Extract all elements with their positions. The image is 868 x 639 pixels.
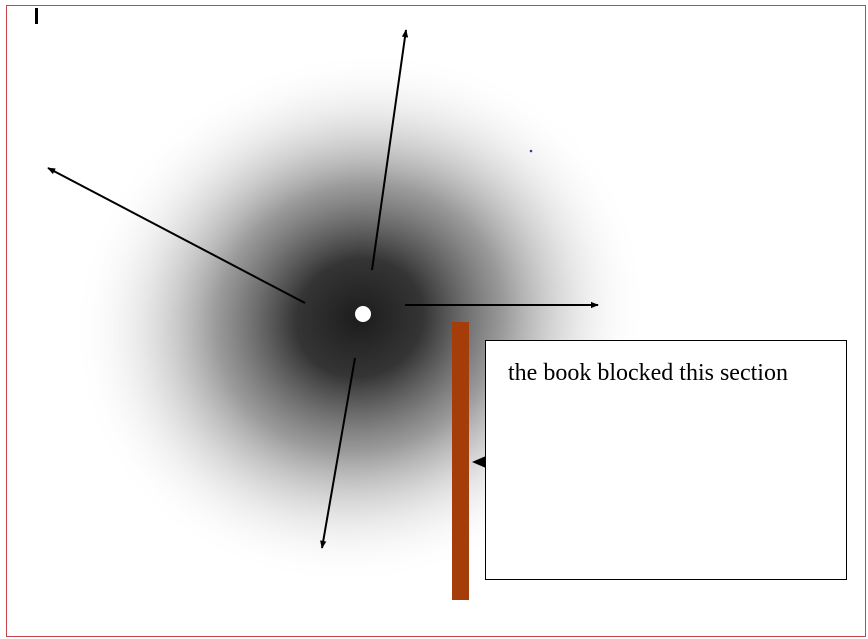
arrow-down [320, 357, 356, 549]
corner-tick-mark [35, 8, 38, 24]
arrow-upper-left [47, 167, 306, 304]
blocked-arrow-tip [472, 456, 486, 468]
callout-text: the book blocked this section [508, 360, 788, 386]
light-source-dot [355, 306, 371, 322]
callout-box: the book blocked this section [485, 340, 847, 580]
arrow-up [371, 29, 409, 271]
book-bar [452, 322, 469, 600]
stray-dot [529, 149, 533, 153]
